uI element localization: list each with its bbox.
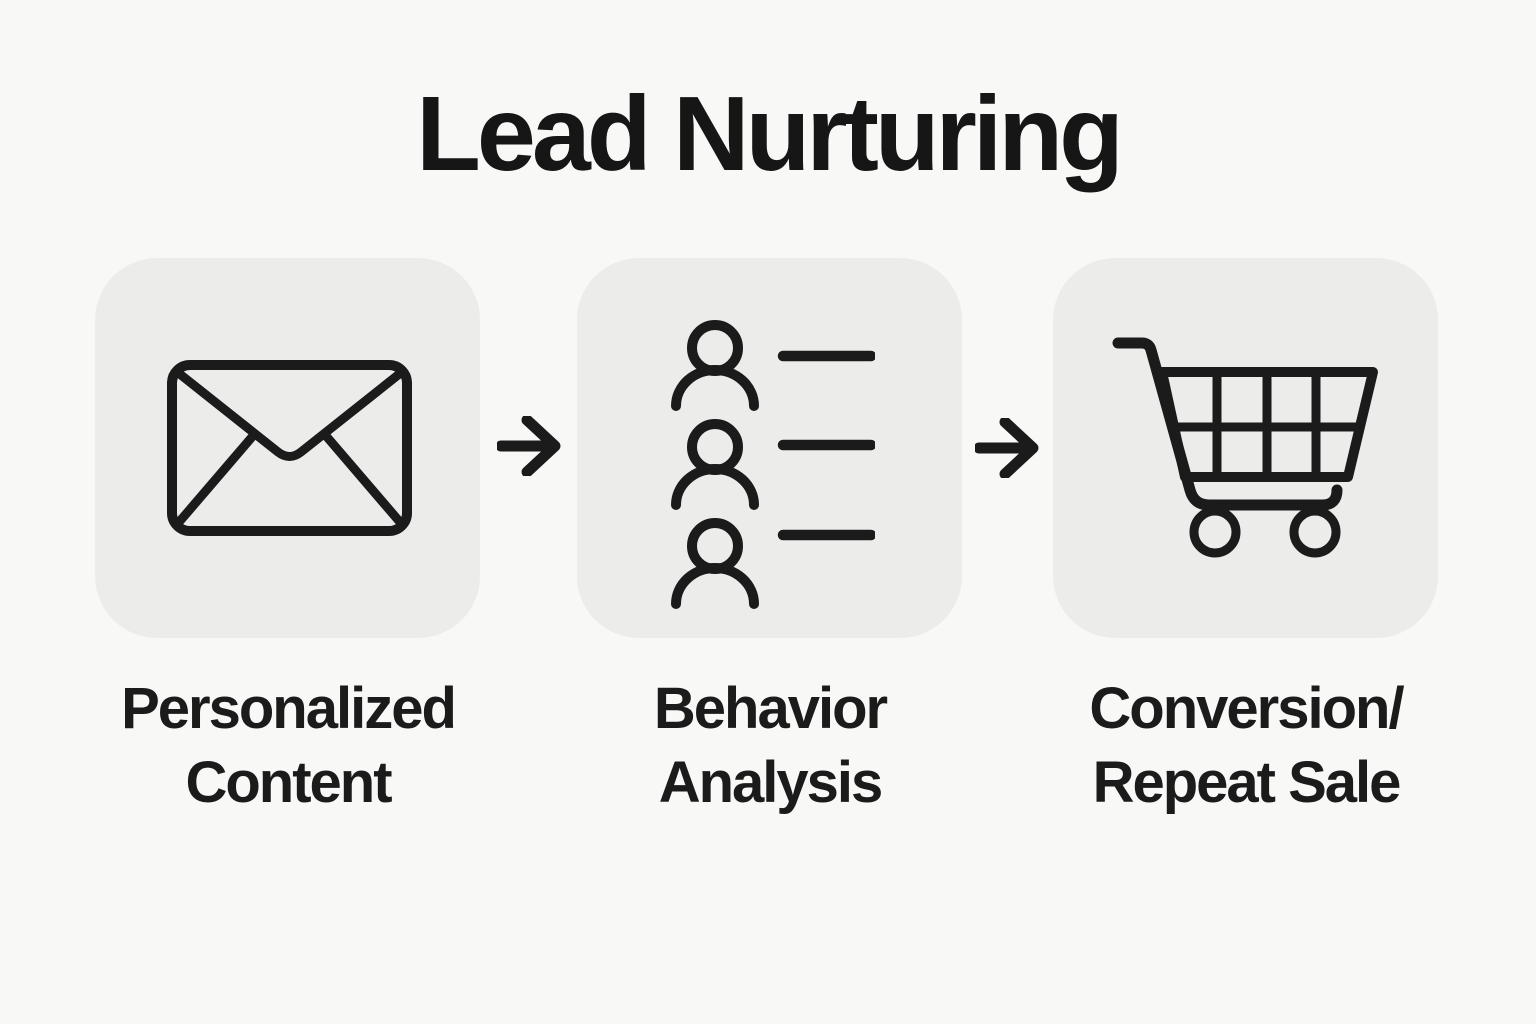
right-arrow-icon xyxy=(495,414,563,481)
shopping-cart-icon xyxy=(1112,337,1379,565)
page-title: Lead Nurturing xyxy=(416,75,1124,193)
step-label-personalized-content: Personalized Content xyxy=(121,676,457,816)
people-list-icon xyxy=(665,316,875,616)
step-card-conversion-repeat-sale xyxy=(1053,258,1438,638)
step-card-behavior-analysis xyxy=(577,258,962,638)
right-arrow-icon xyxy=(973,416,1041,483)
step-label-behavior-analysis: Behavior Analysis xyxy=(653,676,888,816)
step-label-conversion-repeat-sale: Conversion/ Repeat Sale xyxy=(1089,676,1404,816)
step-card-personalized-content xyxy=(95,258,480,638)
envelope-icon xyxy=(167,360,412,536)
